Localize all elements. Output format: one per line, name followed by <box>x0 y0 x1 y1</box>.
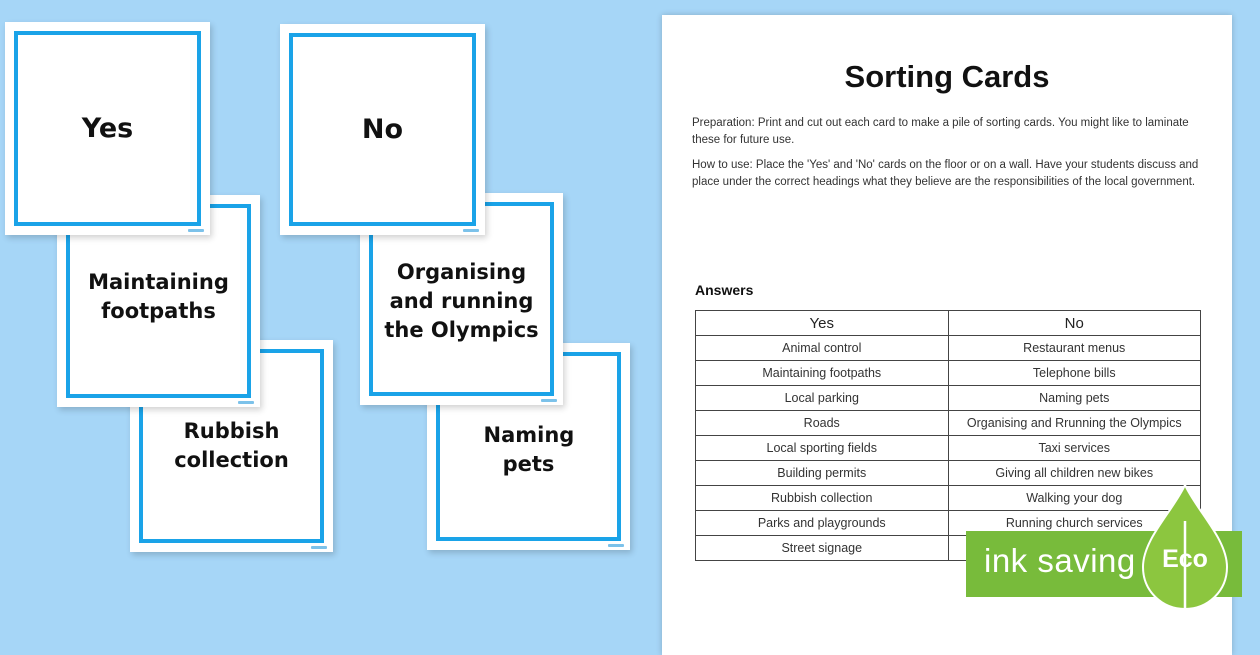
eco-label: Eco <box>1162 545 1208 573</box>
table-cell: Roads <box>695 410 949 436</box>
table-cell: Parks and playgrounds <box>695 510 949 536</box>
table-cell: Walking your dog <box>947 485 1201 511</box>
card-logo-mark <box>608 544 624 547</box>
card-label-no: No <box>361 114 404 145</box>
card-logo-mark <box>188 229 204 232</box>
card-frame: Yes <box>14 31 201 226</box>
table-cell: Taxi services <box>947 435 1201 461</box>
card-yes: Yes <box>5 22 210 235</box>
card-label-naming: Naming pets <box>483 423 575 476</box>
table-header-no: No <box>947 310 1201 336</box>
answers-table: Yes No Animal control Restaurant menus M… <box>695 310 1201 561</box>
table-row: Rubbish collection Walking your dog <box>695 485 1201 511</box>
eco-leaf-icon <box>1141 482 1229 617</box>
card-logo-mark <box>463 229 479 232</box>
table-cell: Giving all children new bikes <box>947 460 1201 486</box>
how-to-use-text: How to use: Place the 'Yes' and 'No' car… <box>692 159 1199 188</box>
table-header-yes: Yes <box>695 310 949 336</box>
table-row: Local sporting fields Taxi services <box>695 435 1201 461</box>
table-cell: Building permits <box>695 460 949 486</box>
table-cell: Restaurant menus <box>947 335 1201 361</box>
table-cell: Animal control <box>695 335 949 361</box>
card-label-rubbish: Rubbish collection <box>174 419 289 472</box>
card-logo-mark <box>541 399 557 402</box>
table-cell: Local parking <box>695 385 949 411</box>
preparation-text: Preparation: Print and cut out each card… <box>692 117 1189 146</box>
table-row: Roads Organising and Rrunning the Olympi… <box>695 410 1201 436</box>
card-label-maintaining: Maintaining footpaths <box>88 270 229 323</box>
table-row: Local parking Naming pets <box>695 385 1201 411</box>
table-cell: Street signage <box>695 535 949 561</box>
card-label-yes: Yes <box>81 113 134 144</box>
card-frame: No <box>289 33 476 226</box>
card-logo-mark <box>311 546 327 549</box>
table-cell: Local sporting fields <box>695 435 949 461</box>
card-frame: Organising and running the Olympics <box>369 202 554 396</box>
table-header-row: Yes No <box>695 310 1201 336</box>
ink-saving-text: ink saving <box>984 542 1136 579</box>
card-no: No <box>280 24 485 235</box>
table-cell: Maintaining footpaths <box>695 360 949 386</box>
table-row: Building permits Giving all children new… <box>695 460 1201 486</box>
sheet-title: Sorting Cards <box>844 59 1050 94</box>
table-cell: Rubbish collection <box>695 485 949 511</box>
answers-heading: Answers <box>695 282 754 298</box>
table-row: Animal control Restaurant menus <box>695 335 1201 361</box>
table-cell: Organising and Rrunning the Olympics <box>947 410 1201 436</box>
table-cell: Telephone bills <box>947 360 1201 386</box>
table-cell: Naming pets <box>947 385 1201 411</box>
table-row: Maintaining footpaths Telephone bills <box>695 360 1201 386</box>
card-label-organising: Organising and running the Olympics <box>384 260 539 342</box>
card-logo-mark <box>238 401 254 404</box>
